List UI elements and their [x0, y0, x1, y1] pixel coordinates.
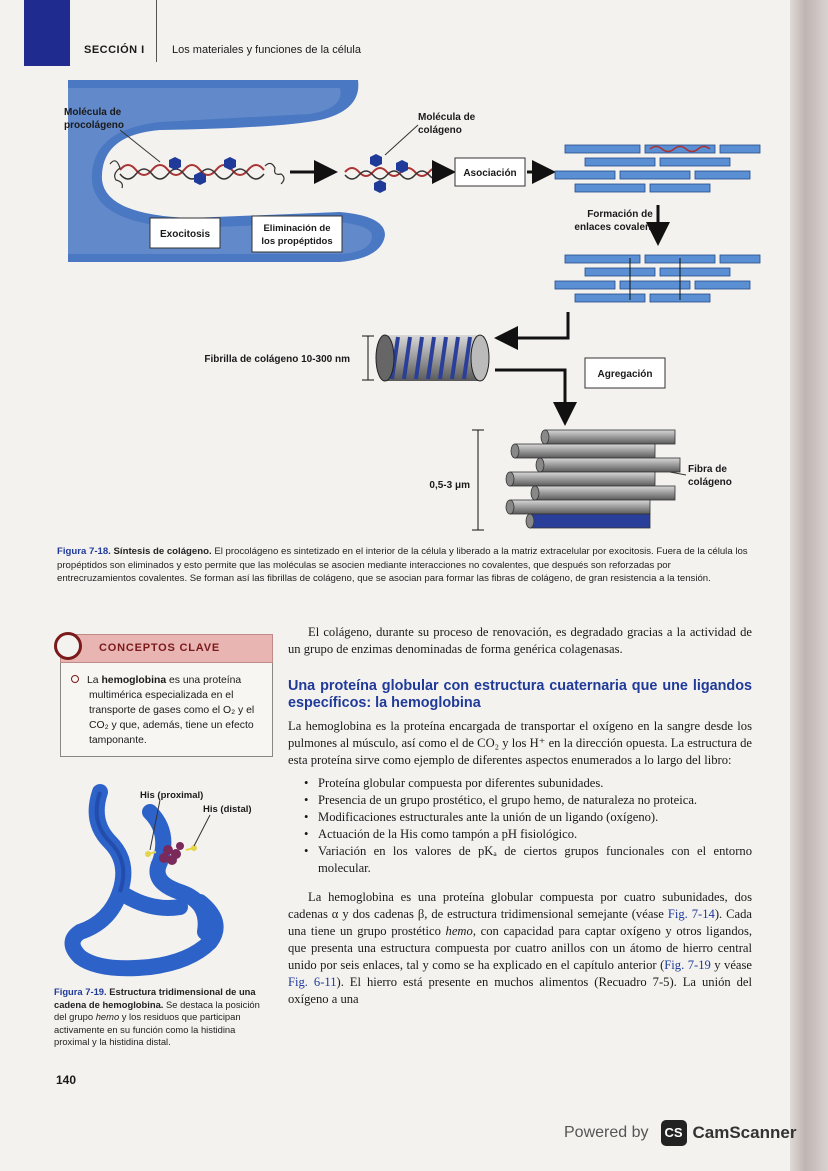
figure-7-18-caption: Figura 7-18. Síntesis de colágeno. El pr…	[57, 545, 751, 586]
procollagen-molecule	[109, 160, 285, 189]
main-text: El colágeno, durante su proceso de renov…	[288, 624, 752, 1008]
circle-bullet-icon	[71, 675, 79, 684]
collagen-synthesis-figure: Asociación Exocitosis Eliminación de los…	[64, 80, 761, 531]
staggered-molecules-1	[554, 144, 761, 193]
page-number: 140	[56, 1073, 77, 1087]
collagen-fiber	[505, 429, 681, 529]
procollagen-label-1: Molécula de	[64, 107, 122, 118]
paragraph-hemoglobin-intro: La hemoglobina es la proteína encargada …	[288, 719, 752, 767]
powered-by-text: Powered by	[564, 1124, 649, 1141]
sugar-groups-cell	[169, 157, 236, 185]
ring-icon	[54, 632, 82, 660]
list-item: Actuación de la His como tampón a pH fis…	[304, 826, 752, 843]
elimination-label-2: los propéptidos	[261, 236, 332, 247]
figure-number-2: Figura 7-19.	[54, 986, 107, 997]
elimination-label-1: Eliminación de	[263, 223, 330, 234]
key-concepts-header: CONCEPTOS CLAVE	[54, 632, 273, 663]
procollagen-label-2: procolágeno	[64, 120, 124, 131]
heme-group	[159, 842, 184, 865]
staggered-molecules-2	[554, 254, 761, 303]
paragraph-collagenases: El colágeno, durante su proceso de renov…	[288, 625, 752, 656]
exocytosis-label: Exocitosis	[160, 229, 210, 240]
figure-7-19-caption: Figura 7-19. Estructura tridimensional d…	[54, 986, 260, 1047]
fibril-label: Fibrilla de colágeno 10-300 nm	[204, 354, 350, 365]
section-label: SECCIÓN I	[84, 44, 145, 56]
collagen-molecule-label-1: Molécula de	[418, 112, 476, 123]
covalent-label-2: enlaces covalentes	[574, 222, 666, 233]
section-tab	[24, 0, 70, 66]
his-proximal-label: His (proximal)	[140, 790, 203, 801]
camscanner-logo-icon: CS	[660, 1120, 687, 1146]
list-item: Modificaciones estructurales ante la uni…	[304, 809, 752, 826]
hemoglobin-chain-figure: His (proximal) His (distal)	[64, 784, 252, 977]
fig-6-11-link[interactable]: Fig. 6-11	[288, 975, 337, 989]
figure-number: Figura 7-18.	[57, 546, 111, 557]
figure-caption-text: El procolágeno es sintetizado en el inte…	[57, 546, 748, 584]
collagen-molecule	[344, 154, 444, 193]
key-concepts-body: La hemoglobina es una proteína multiméri…	[60, 663, 273, 757]
covalent-label-1: Formación de	[587, 209, 653, 220]
list-item: Presencia de un grupo prostético, el gru…	[304, 792, 752, 809]
camscanner-watermark: Powered by CS CamScanner	[564, 1120, 796, 1146]
collagen-molecule-label-2: colágeno	[418, 125, 462, 136]
aggregation-label: Agregación	[597, 369, 652, 380]
camscanner-brand: CamScanner	[692, 1123, 797, 1142]
his-distal-label: His (distal)	[203, 804, 252, 815]
key-concepts-box: CONCEPTOS CLAVE La hemoglobina es una pr…	[54, 632, 273, 757]
fig-7-19-link[interactable]: Fig. 7-19	[664, 958, 711, 972]
fiber-label-1: Fibra de	[688, 464, 727, 475]
running-header: SECCIÓN I Los materiales y funciones de …	[84, 0, 361, 62]
page-edge	[790, 0, 828, 1171]
aspects-list: Proteína globular compuesta por diferent…	[288, 775, 752, 877]
key-concept-item: La hemoglobina es una proteína multiméri…	[71, 673, 264, 748]
fiber-size-label: 0,5-3 μm	[429, 480, 470, 491]
association-label: Asociación	[463, 168, 516, 179]
header-separator	[156, 0, 157, 62]
figure-title-2: Estructura tridimensional de una cadena …	[54, 986, 256, 1010]
chapter-title: Los materiales y funciones de la célula	[172, 44, 361, 56]
figure-title: Síntesis de colágeno.	[113, 546, 212, 557]
fig-7-14-link[interactable]: Fig. 7-14	[667, 907, 715, 921]
fiber-label-2: colágeno	[688, 477, 732, 488]
section-heading: Una proteína globular con estructura cua…	[288, 678, 752, 711]
list-item: Proteína globular compuesta por diferent…	[304, 775, 752, 792]
paragraph-hemoglobin-structure: La hemoglobina es una proteína globular …	[288, 890, 753, 1006]
key-concepts-heading: CONCEPTOS CLAVE	[99, 642, 220, 654]
list-item: Variación en los valores de pKₐ de ciert…	[304, 843, 752, 877]
collagen-fibril	[375, 334, 490, 382]
